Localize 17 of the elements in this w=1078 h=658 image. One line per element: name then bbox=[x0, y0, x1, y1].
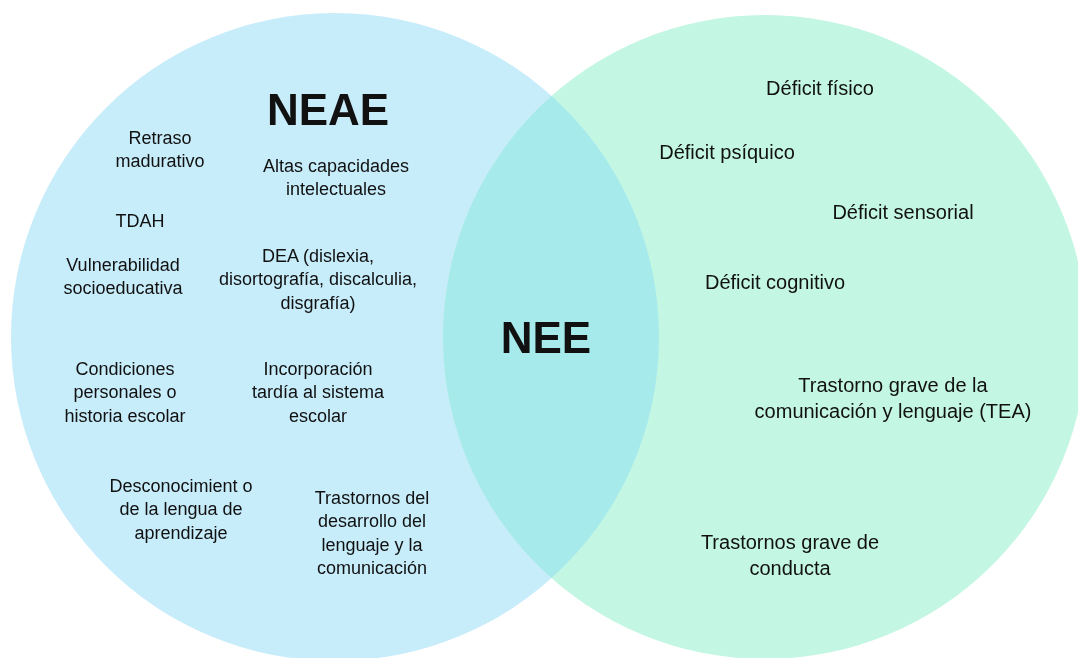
category-label: Déficit psíquico bbox=[658, 140, 796, 165]
category-label: Trastorno grave de la comunicación y lenguaje (TEA) bbox=[753, 373, 1033, 424]
category-label: DEA (dislexia, disortografía, discalculia, disgrafía) bbox=[217, 244, 419, 315]
category-label: Déficit sensorial bbox=[831, 200, 975, 225]
category-label: Déficit físico bbox=[765, 76, 875, 101]
category-label: Altas capacidades intelectuales bbox=[261, 154, 411, 201]
category-label: Trastornos grave de conducta bbox=[699, 530, 881, 581]
category-label: Retraso madurativo bbox=[114, 126, 206, 173]
category-label: Déficit cognitivo bbox=[703, 270, 847, 295]
category-label: Condiciones personales o historia escolar bbox=[63, 357, 187, 428]
set-title: NEAE bbox=[266, 85, 390, 135]
category-label: Trastornos del desarrollo del lenguaje y la comunicación bbox=[313, 487, 431, 581]
category-label: Incorporación tardía al sistema escolar bbox=[250, 357, 386, 428]
category-label: Desconocimient o de la lengua de aprendizaje bbox=[108, 474, 254, 545]
category-label: TDAH bbox=[114, 210, 166, 234]
overlap-title: NEE bbox=[499, 312, 593, 365]
category-label: Vulnerabilidad socioeducativa bbox=[62, 253, 184, 300]
